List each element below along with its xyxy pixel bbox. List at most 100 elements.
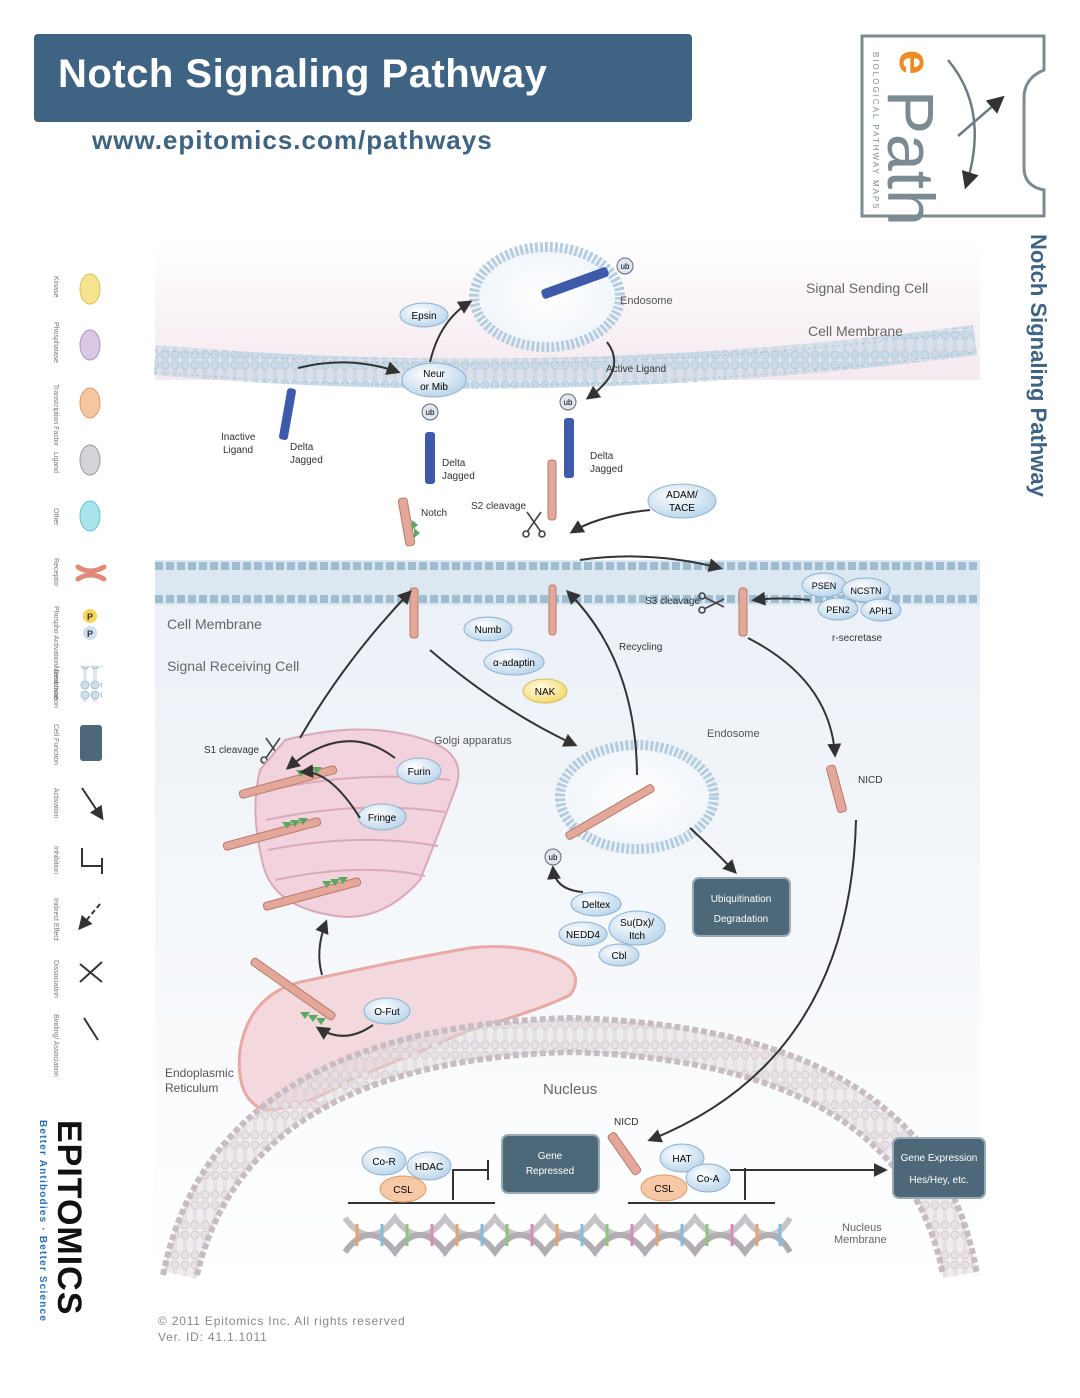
svg-text:Transcription Factor: Transcription Factor — [52, 384, 59, 447]
svg-text:Itch: Itch — [629, 931, 645, 942]
svg-text:Activation: Activation — [52, 788, 59, 818]
endosome-ligand — [541, 267, 609, 299]
svg-text:ub: ub — [426, 408, 435, 417]
nicd-label: NICD — [858, 775, 882, 786]
dna-helix — [342, 1212, 793, 1258]
company-name: EPITOMICS — [50, 1120, 88, 1315]
svg-text:ub: ub — [564, 398, 573, 407]
cell-membrane-bottom-label: Cell Membrane — [167, 616, 262, 632]
transcription-factor-icon — [79, 387, 101, 419]
svg-text:Cbl: Cbl — [611, 951, 626, 962]
svg-text:Ligand: Ligand — [223, 445, 253, 456]
nicd-cytoplasm — [826, 764, 847, 814]
kinase-icon — [79, 273, 101, 305]
er-label: Endoplasmic — [165, 1066, 234, 1080]
side-title: Notch Signaling Pathway — [1026, 234, 1051, 498]
binding-icon — [83, 1017, 99, 1041]
gamma-secretase-complex: PSEN NCSTN PEN2 APH1 — [801, 572, 902, 622]
gamma-secretase-label: r-secretase — [832, 633, 882, 644]
svg-text:Neur: Neur — [423, 369, 445, 380]
neur-mib-node — [401, 362, 467, 398]
svg-text:Phospho Activation/ Deactivati: Phospho Activation/ Deactivation — [52, 606, 59, 708]
svg-text:Membrane: Membrane — [52, 666, 59, 700]
company-tagline: Better Antibodies · Better Science — [37, 1120, 48, 1322]
svg-text:Su(Dx)/: Su(Dx)/ — [620, 918, 654, 929]
logo-brand: Path — [874, 90, 948, 226]
svg-text:CSL: CSL — [393, 1185, 413, 1196]
pathways-link[interactable]: www.epitomics.com/pathways — [92, 125, 493, 155]
adam-tace-node — [647, 483, 717, 519]
logo-arrow-icon — [957, 95, 1005, 137]
svg-text:Cell Function: Cell Function — [52, 724, 59, 765]
ligand-icon — [79, 444, 101, 476]
dephospho-icon — [83, 626, 97, 640]
svg-text:Repressed: Repressed — [526, 1166, 574, 1177]
nicd-nucleus — [607, 1132, 642, 1176]
s1-cleavage-label: S1 cleavage — [204, 745, 259, 756]
svg-text:Hes/Hey, etc.: Hes/Hey, etc. — [909, 1175, 968, 1186]
svg-text:APH1: APH1 — [869, 606, 893, 616]
top-endosome-label: Endosome — [620, 295, 673, 307]
epath-logo: e Path BIOLOGICAL PATHWAY MAPS — [860, 34, 1046, 226]
legend: P P Kinase Phosphatase Transcription Fac… — [52, 273, 107, 1077]
logo-subtitle: BIOLOGICAL PATHWAY MAPS — [871, 52, 880, 211]
ubiquitination-box — [692, 877, 791, 937]
indirect-effect-icon — [78, 903, 101, 931]
svg-text:Delta: Delta — [590, 451, 614, 462]
svg-text:Inhibition: Inhibition — [52, 846, 59, 874]
svg-text:Co-A: Co-A — [697, 1174, 720, 1185]
svg-text:P: P — [87, 629, 93, 639]
other-icon — [79, 500, 101, 532]
recycling-label: Recycling — [619, 642, 662, 653]
page-title: Notch Signaling Pathway — [58, 52, 548, 96]
logo-arrow-icon — [947, 59, 979, 190]
svg-text:TACE: TACE — [669, 503, 695, 514]
active-ligand — [564, 418, 574, 478]
svg-text:Delta: Delta — [442, 458, 466, 469]
alpha-adaptin-node — [483, 648, 545, 676]
svg-text:Binding/ Association: Binding/ Association — [52, 1014, 59, 1077]
svg-text:Fringe: Fringe — [368, 813, 397, 824]
notch-receptors — [397, 459, 847, 1176]
ub-badges: ub ub ub ub — [421, 257, 634, 866]
svg-text:Gene Expression: Gene Expression — [901, 1153, 978, 1164]
svg-text:Phosphatase: Phosphatase — [52, 322, 59, 363]
nucleus-membrane-label: Nucleus — [842, 1222, 882, 1234]
svg-text:NCSTN: NCSTN — [851, 586, 882, 596]
phosphatase-icon — [79, 329, 101, 361]
svg-text:Epsin: Epsin — [411, 311, 436, 322]
svg-text:Delta: Delta — [290, 442, 314, 453]
svg-text:Gene: Gene — [538, 1151, 563, 1162]
active-ligand-label: Active Ligand — [606, 364, 666, 375]
copyright: © 2011 Epitomics Inc. All rights reserve… — [158, 1313, 406, 1345]
svg-text:α-adaptin: α-adaptin — [493, 658, 535, 669]
gene-expression-box — [892, 1137, 986, 1199]
ubiquitin-ligases: Deltex NEDD4 Su(Dx)/ Itch Cbl — [558, 891, 666, 967]
svg-text:Ligand: Ligand — [52, 452, 59, 473]
nak-node — [522, 678, 568, 704]
svg-text:Dissociation: Dissociation — [52, 960, 59, 998]
svg-text:HDAC: HDAC — [415, 1162, 443, 1173]
svg-text:Jagged: Jagged — [590, 464, 623, 475]
ligand-middle — [425, 432, 435, 484]
s2-cleavage-label: S2 cleavage — [471, 501, 526, 512]
svg-text:Deltex: Deltex — [582, 900, 610, 911]
svg-text:Indirect Effect: Indirect Effect — [52, 898, 59, 941]
membrane-icon — [80, 666, 102, 702]
nicd-nucleus-label: NICD — [614, 1117, 638, 1128]
mid-endosome-label: Endosome — [707, 728, 760, 740]
numb-node — [463, 616, 513, 642]
svg-text:ub: ub — [549, 853, 558, 862]
o-fut-node — [363, 997, 411, 1025]
logo-brand-e: e — [890, 50, 939, 74]
svg-text:O-Fut: O-Fut — [374, 1007, 400, 1018]
furin-node — [396, 757, 442, 785]
notch-label: Notch — [421, 508, 447, 519]
pathway-arrows — [285, 300, 888, 1177]
ligands — [279, 388, 574, 484]
gene-repressed-box — [501, 1134, 600, 1194]
svg-text:NAK: NAK — [535, 687, 556, 698]
activator-complex: HAT Co-A CSL — [628, 1143, 775, 1204]
